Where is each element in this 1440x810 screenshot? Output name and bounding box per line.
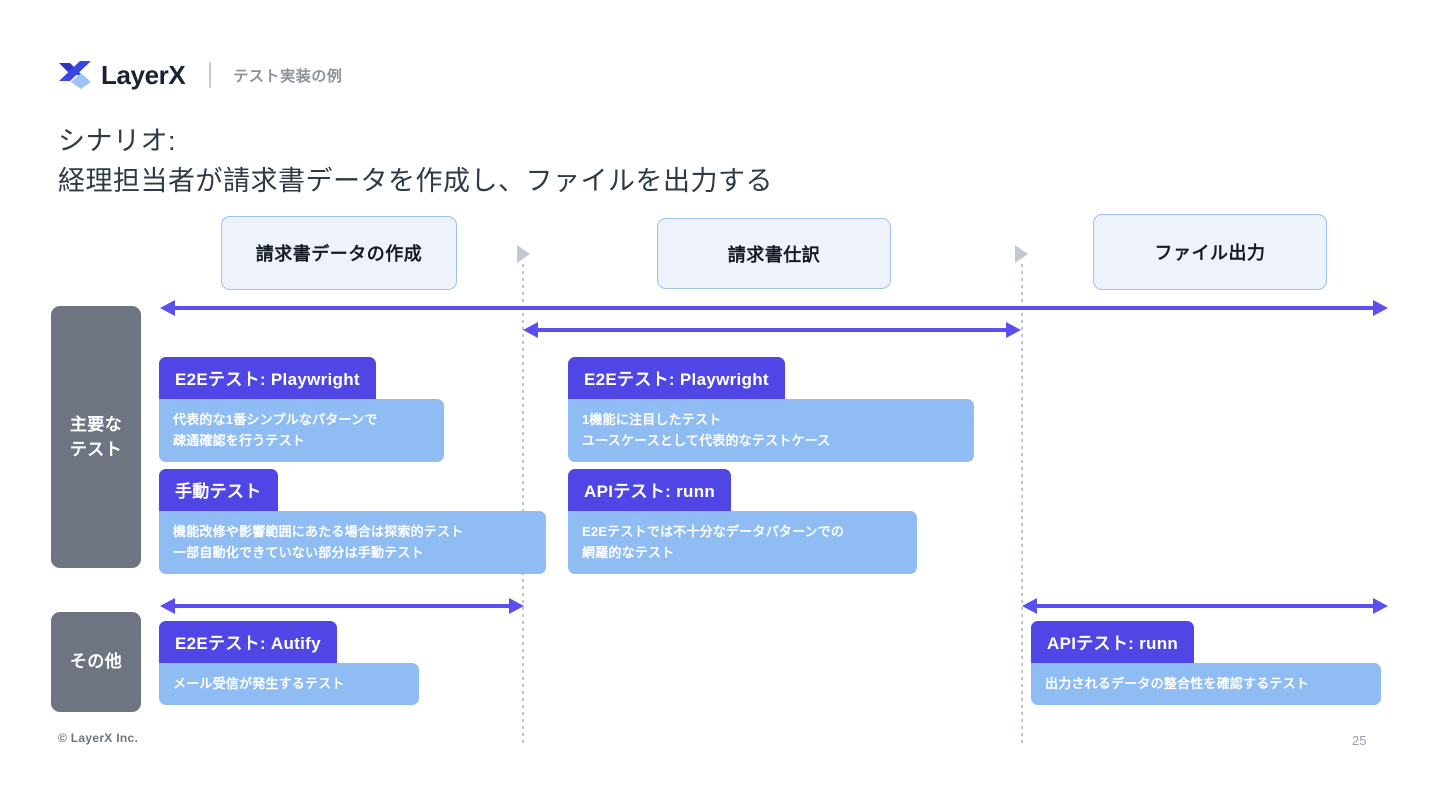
card-description: 機能改修や影響範囲にあたる場合は探索的テスト一部自動化できていない部分は手動テス… <box>159 511 546 575</box>
card-description-line: 機能改修や影響範囲にあたる場合は探索的テスト <box>173 524 464 539</box>
card-description-line: E2Eテストでは不十分なデータパターンでの <box>582 524 845 539</box>
card-description-line: メール受信が発生するテスト <box>173 676 345 691</box>
card-description-line: 出力されるデータの整合性を確認するテスト <box>1045 676 1310 691</box>
phase-separator-1-triangle-icon <box>517 245 530 263</box>
card-description: 代表的な1番シンプルなパターンで疎通確認を行うテスト <box>159 399 444 463</box>
phase-box-label: 請求書データの作成 <box>255 244 423 264</box>
phase-separator-2-triangle-icon <box>1015 245 1028 263</box>
page-number: 25 <box>1352 733 1367 748</box>
phase-guide-2 <box>1021 264 1023 746</box>
card-e2e-autify[interactable]: E2Eテスト: Autify メール受信が発生するテスト <box>159 621 419 706</box>
phase-box-1[interactable]: 請求書データの作成 <box>221 216 457 290</box>
card-title: E2Eテスト: Playwright <box>159 357 376 399</box>
scenario-label: シナリオ: <box>58 126 177 156</box>
arrow-mid-span <box>523 322 1021 338</box>
phase-guide-1 <box>522 264 524 746</box>
scenario-text: 経理担当者が請求書データを作成し、ファイルを出力する <box>58 165 773 196</box>
phase-box-label: 請求書仕訳 <box>727 244 821 265</box>
row-label-line: その他 <box>69 652 123 672</box>
card-title: 手動テスト <box>159 469 278 511</box>
header-subtitle: テスト実装の例 <box>233 67 343 85</box>
card-description: E2Eテストでは不十分なデータパターンでの網羅的なテスト <box>568 511 917 575</box>
row-primary-tests-label: 主要なテスト <box>51 306 141 568</box>
card-description-line: ユースケースとして代表的なテストケース <box>582 433 831 449</box>
header-divider <box>209 62 212 88</box>
card-description-line: 一部自動化できていない部分は手動テスト <box>173 545 424 561</box>
slide-header: LayerX テスト実装の例 <box>58 57 343 93</box>
layerx-logo-icon <box>59 61 91 89</box>
card-title: APIテスト: runn <box>568 469 732 511</box>
card-description: メール受信が発生するテスト <box>159 663 419 706</box>
card-description-line: 1機能に注目したテスト <box>582 412 722 427</box>
card-title: APIテスト: runn <box>1031 621 1195 663</box>
row-other-tests-label: その他 <box>51 612 141 712</box>
row-label-line: テスト <box>69 440 123 459</box>
card-description: 出力されるデータの整合性を確認するテスト <box>1031 663 1381 706</box>
footer-copyright: © LayerX Inc. <box>58 731 139 745</box>
arrow-other-right <box>1022 598 1388 614</box>
logo-wordmark: LayerX <box>101 60 186 90</box>
card-api-runn-output[interactable]: APIテスト: runn 出力されるデータの整合性を確認するテスト <box>1031 621 1381 706</box>
page-title: シナリオ: 経理担当者が請求書データを作成し、ファイルを出力する <box>58 122 773 202</box>
arrow-other-left <box>160 598 524 614</box>
card-title: E2Eテスト: Playwright <box>568 357 785 399</box>
row-label-line: 主要な <box>69 414 123 434</box>
phase-box-label: ファイル出力 <box>1154 243 1266 263</box>
card-title: E2Eテスト: Autify <box>159 621 337 663</box>
arrow-full-span <box>160 300 1388 316</box>
card-description-line: 網羅的なテスト <box>582 545 675 561</box>
phase-box-2[interactable]: 請求書仕訳 <box>657 218 891 289</box>
card-description-line: 疎通確認を行うテスト <box>173 433 306 449</box>
phase-box-3[interactable]: ファイル出力 <box>1093 214 1327 290</box>
card-description-line: 代表的な1番シンプルなパターンで <box>173 412 378 427</box>
card-manual-test[interactable]: 手動テスト機能改修や影響範囲にあたる場合は探索的テスト一部自動化できていない部分… <box>159 469 546 575</box>
card-description: 1機能に注目したテストユースケースとして代表的なテストケース <box>568 399 974 463</box>
